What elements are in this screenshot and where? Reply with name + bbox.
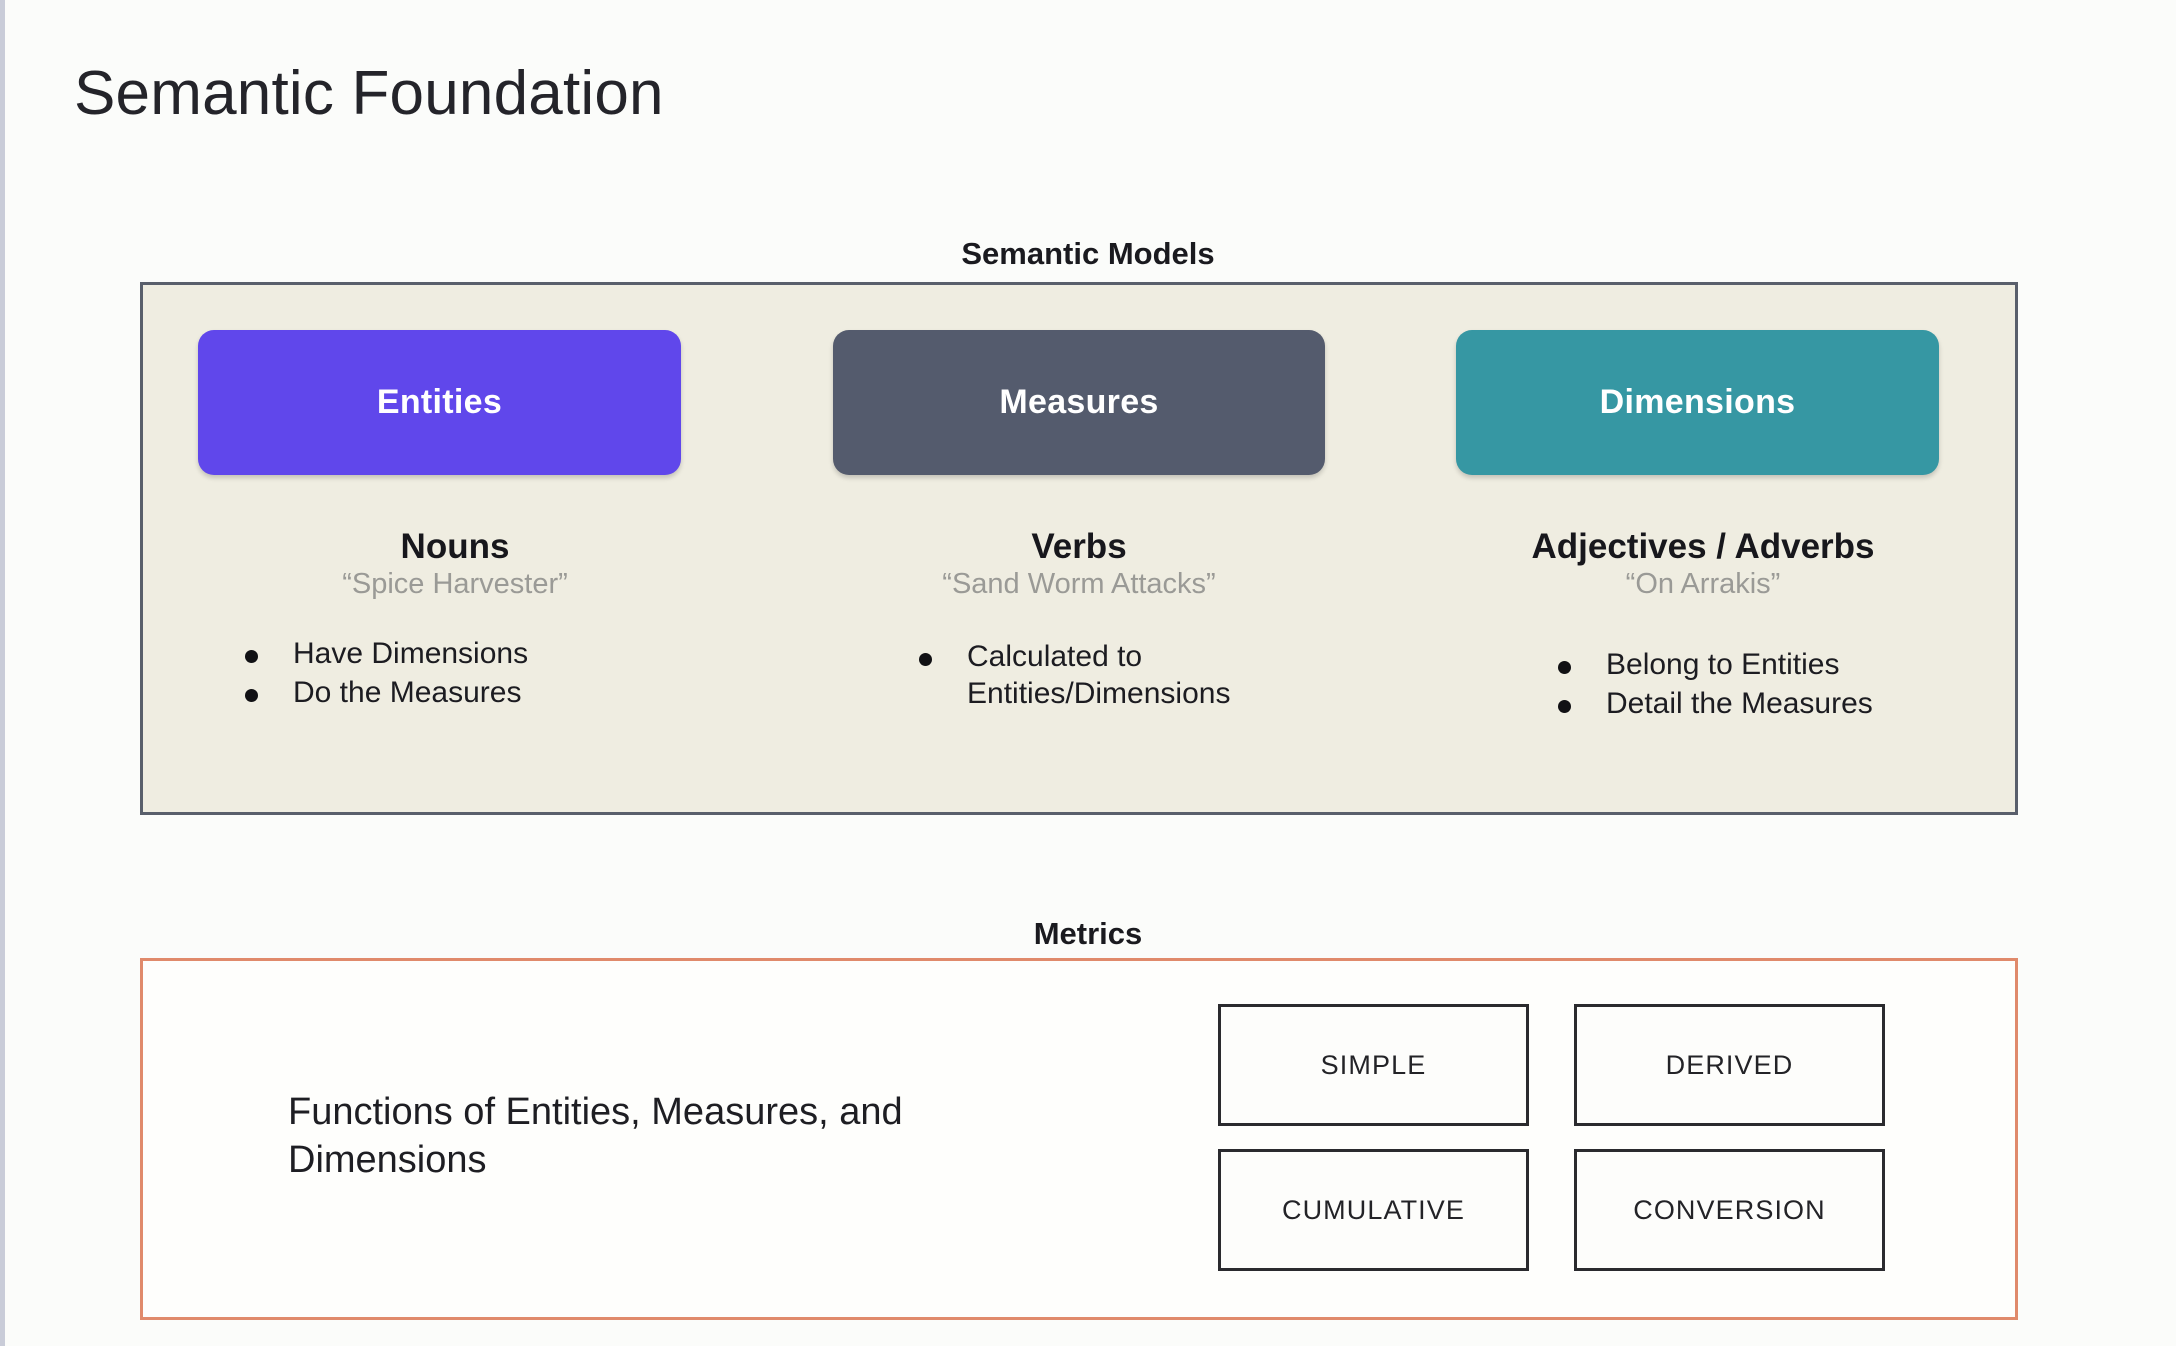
entities-example: “Spice Harvester” (342, 568, 568, 601)
semantic-model-column-dimensions: Dimensions Adjectives / Adverbs “On Arra… (1391, 285, 2015, 812)
list-item-label: Calculated to Entities/Dimensions (967, 639, 1231, 710)
metric-type-derived[interactable]: DERIVED (1574, 1004, 1885, 1126)
bullet-dot-icon (245, 688, 258, 702)
entities-pill[interactable]: Entities (198, 330, 681, 475)
metrics-heading: Metrics (1033, 916, 1143, 951)
list-item: Belong to Entities (1536, 647, 2015, 684)
metrics-panel: Functions of Entities, Measures, and Dim… (140, 958, 2018, 1320)
list-item: Have Dimensions (223, 636, 767, 673)
entities-bullet-list: Have Dimensions Do the Measures (223, 636, 767, 711)
list-item-label: Do the Measures (293, 675, 522, 709)
semantic-models-columns: Entities Nouns “Spice Harvester” Have Di… (143, 285, 2015, 812)
dimensions-example: “On Arrakis” (1625, 568, 1781, 601)
list-item: Calculated to Entities/Dimensions (897, 639, 1231, 712)
dimensions-pill[interactable]: Dimensions (1456, 330, 1939, 475)
metric-type-cumulative[interactable]: CUMULATIVE (1218, 1149, 1529, 1271)
metrics-description: Functions of Entities, Measures, and Dim… (288, 1091, 903, 1181)
list-item: Do the Measures (223, 675, 767, 712)
measures-example: “Sand Worm Attacks” (942, 568, 1216, 601)
metric-type-simple[interactable]: SIMPLE (1218, 1004, 1529, 1126)
metric-type-conversion[interactable]: CONVERSION (1574, 1149, 1885, 1271)
semantic-model-column-measures: Measures Verbs “Sand Worm Attacks” Calcu… (767, 285, 1391, 812)
dimensions-part-of-speech: Adjectives / Adverbs (1531, 527, 1875, 566)
semantic-models-heading: Semantic Models (961, 236, 1215, 271)
bullet-dot-icon (1558, 699, 1571, 713)
left-edge-strip (0, 0, 5, 1346)
list-item-label: Have Dimensions (293, 636, 529, 670)
metric-type-grid: SIMPLE DERIVED CUMULATIVE CONVERSION (1218, 1004, 1885, 1271)
entities-part-of-speech: Nouns (400, 527, 510, 566)
dimensions-bullet-list: Belong to Entities Detail the Measures (1536, 647, 2015, 722)
measures-pill[interactable]: Measures (833, 330, 1325, 475)
list-item-label: Detail the Measures (1606, 686, 1873, 720)
measures-part-of-speech: Verbs (1031, 527, 1127, 566)
page-title: Semantic Foundation (74, 59, 664, 128)
list-item: Detail the Measures (1536, 686, 2015, 723)
semantic-model-column-entities: Entities Nouns “Spice Harvester” Have Di… (143, 285, 767, 812)
semantic-models-panel: Entities Nouns “Spice Harvester” Have Di… (140, 282, 2018, 815)
bullet-dot-icon (245, 649, 258, 663)
bullet-dot-icon (919, 652, 932, 666)
bullet-dot-icon (1558, 660, 1571, 674)
list-item-label: Belong to Entities (1606, 647, 1840, 681)
measures-bullet-list: Calculated to Entities/Dimensions (897, 639, 1231, 712)
